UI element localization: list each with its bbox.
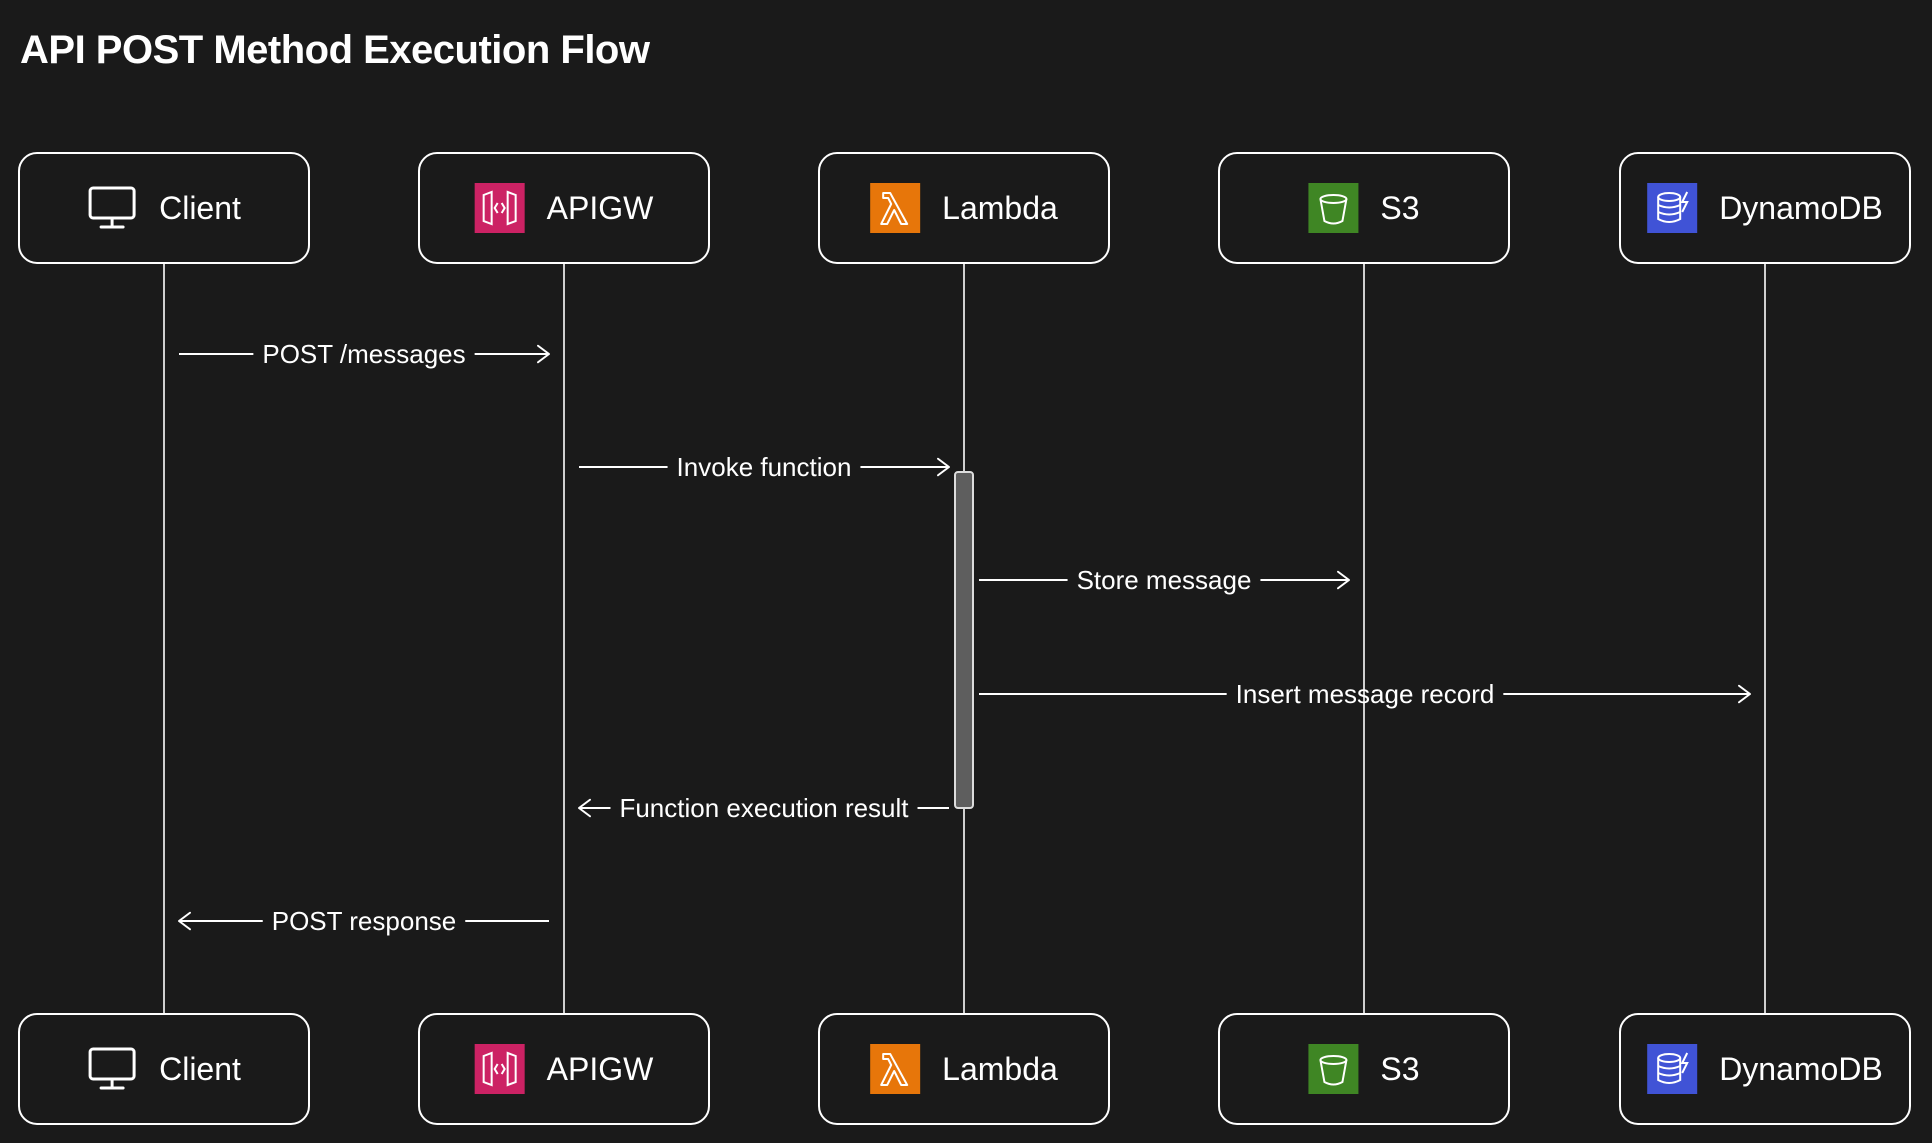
- message-label: POST response: [272, 906, 457, 936]
- message-post-response: POST response: [178, 906, 549, 936]
- message-label: Insert message record: [1236, 679, 1495, 709]
- s3-bucket-icon: [1308, 183, 1359, 233]
- participant-lambda-top: Lambda: [818, 152, 1110, 264]
- monitor-icon: [88, 186, 136, 229]
- message-store-message: Store message: [979, 565, 1350, 595]
- diagram-title: API POST Method Execution Flow: [20, 28, 650, 72]
- arrowhead: [537, 344, 550, 364]
- arrowhead: [578, 798, 591, 818]
- participant-label: DynamoDB: [1719, 1051, 1883, 1087]
- lambda-icon: [870, 183, 921, 233]
- message-label: Invoke function: [677, 452, 852, 482]
- participant-label: S3: [1380, 1051, 1419, 1087]
- lambda-icon: [870, 1044, 921, 1094]
- message-label: Store message: [1077, 565, 1252, 595]
- participant-label: APIGW: [547, 1051, 654, 1087]
- message-invoke-function: Invoke function: [579, 452, 950, 482]
- api-gateway-icon: [474, 183, 525, 233]
- dynamodb-icon: [1647, 1044, 1698, 1094]
- participant-dynamodb-bottom: DynamoDB: [1619, 1013, 1911, 1125]
- message-label: POST /messages: [262, 339, 465, 369]
- participant-label: S3: [1380, 190, 1419, 226]
- message-insert-message-record: Insert message record: [979, 679, 1751, 709]
- participant-client-top: Client: [18, 152, 310, 264]
- participant-label: Lambda: [942, 190, 1058, 226]
- participant-label: DynamoDB: [1719, 190, 1883, 226]
- participant-label: Client: [159, 190, 241, 226]
- dynamodb-icon: [1647, 183, 1698, 233]
- arrowhead: [937, 457, 950, 477]
- api-gateway-icon: [474, 1044, 525, 1094]
- participant-s3-top: S3: [1218, 152, 1510, 264]
- participant-s3-bottom: S3: [1218, 1013, 1510, 1125]
- arrowhead: [1738, 684, 1751, 704]
- participant-apigw-top: APIGW: [418, 152, 710, 264]
- participant-dynamodb-top: DynamoDB: [1619, 152, 1911, 264]
- arrowhead: [178, 911, 191, 931]
- participant-label: APIGW: [547, 190, 654, 226]
- participant-lambda-bottom: Lambda: [818, 1013, 1110, 1125]
- activation-bar-lambda: [954, 471, 974, 809]
- participant-label: Client: [159, 1051, 241, 1087]
- participant-client-bottom: Client: [18, 1013, 310, 1125]
- message-label: Function execution result: [619, 793, 909, 823]
- participant-apigw-bottom: APIGW: [418, 1013, 710, 1125]
- participant-label: Lambda: [942, 1051, 1058, 1087]
- arrowhead: [1337, 570, 1350, 590]
- monitor-icon: [88, 1047, 136, 1090]
- message-function-execution-result: Function execution result: [578, 793, 949, 823]
- message-post-messages: POST /messages: [179, 339, 550, 369]
- s3-bucket-icon: [1308, 1044, 1359, 1094]
